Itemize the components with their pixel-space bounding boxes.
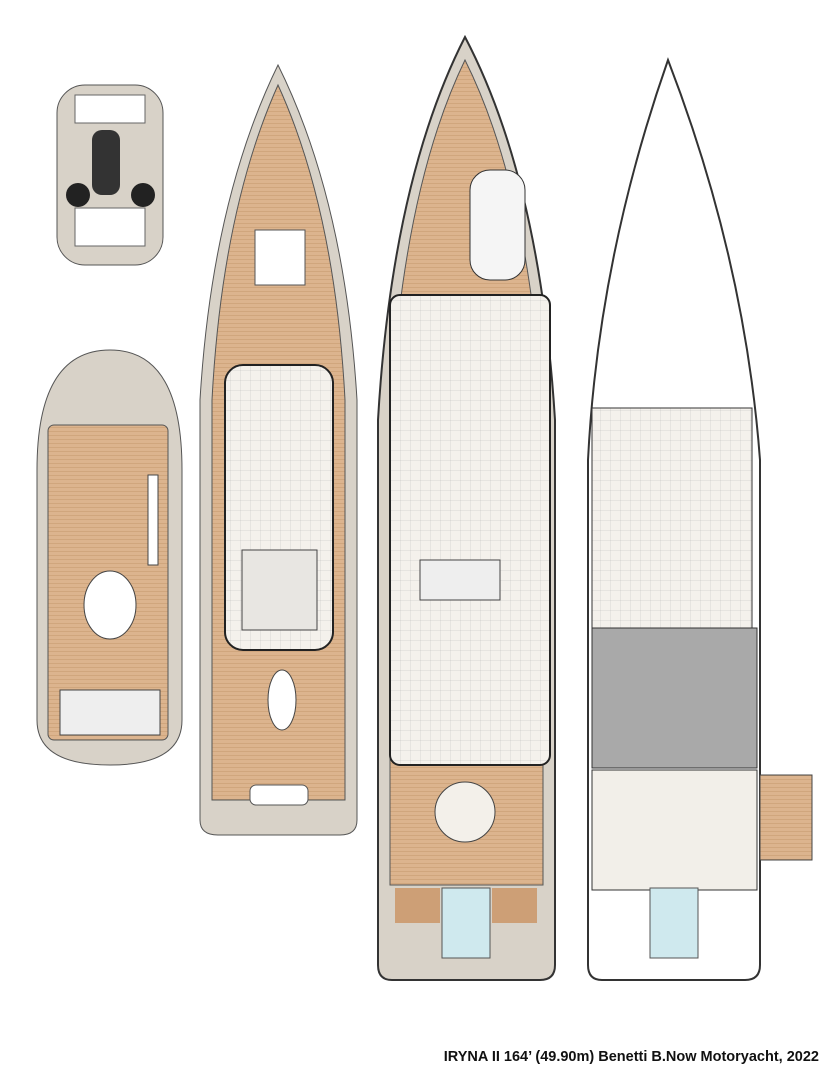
main-deck-plan: [377, 34, 556, 981]
sun-deck-plan: [36, 349, 183, 766]
bridge-deck-plan: [199, 63, 358, 836]
tender-deck-plan: [56, 84, 164, 266]
plan-caption: IRYNA II 164’ (49.90m) Benetti B.Now Mot…: [443, 1049, 819, 1065]
lower-deck-plan: [587, 57, 813, 981]
